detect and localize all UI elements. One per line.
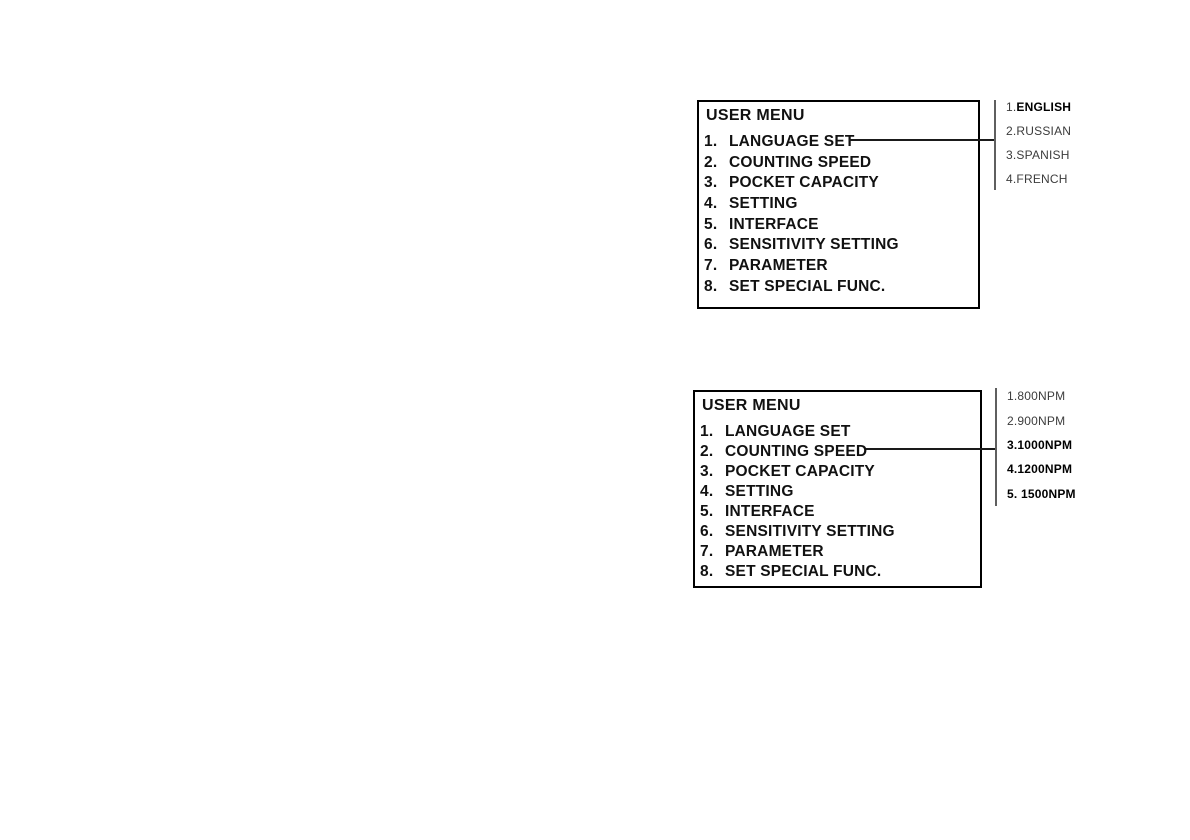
menu-item-label: LANGUAGE SET — [725, 423, 851, 440]
menu-list: 1. LANGUAGE SET 2. COUNTING SPEED 3. POCKET… — [699, 132, 978, 298]
menu-item-label: SENSITIVITY SETTING — [725, 523, 895, 540]
menu-item-pocket-capacity: 3. POCKET CAPACITY — [695, 462, 980, 482]
menu-item-label: SET SPECIAL FUNC. — [729, 277, 886, 295]
menu-item-number: 2. — [700, 443, 714, 460]
menu-item-interface: 5. INTERFACE — [699, 215, 978, 236]
menu-item-label: SET SPECIAL FUNC. — [725, 563, 882, 580]
option-label: 900NPM — [1017, 414, 1066, 428]
option-label: 800NPM — [1017, 389, 1066, 403]
menu-item-label: SETTING — [729, 195, 798, 213]
option-number: 1. — [1007, 389, 1018, 403]
option-number: 4. — [1007, 462, 1018, 476]
option-french: 4.FRENCH — [1006, 172, 1068, 186]
callout-bracket-languages — [994, 100, 996, 190]
option-number: 3. — [1006, 148, 1017, 162]
option-english: 1.ENGLISH — [1006, 100, 1071, 114]
menu-title: USER MENU — [702, 397, 801, 414]
menu-item-label: COUNTING SPEED — [729, 153, 872, 171]
menu-item-label: SENSITIVITY SETTING — [729, 236, 899, 254]
menu-item-label: POCKET CAPACITY — [725, 463, 875, 480]
menu-item-language-set: 1. LANGUAGE SET — [695, 422, 980, 442]
option-number: 1. — [1006, 100, 1017, 114]
option-1000npm: 3.1000NPM — [1007, 438, 1072, 452]
menu-item-number: 6. — [704, 236, 718, 254]
option-number: 2. — [1007, 414, 1018, 428]
menu-item-interface: 5. INTERFACE — [695, 502, 980, 522]
option-label: 1000NPM — [1017, 438, 1073, 452]
option-number: 4. — [1006, 172, 1017, 186]
menu-item-setting: 4. SETTING — [695, 482, 980, 502]
option-800npm: 1.800NPM — [1007, 389, 1065, 403]
menu-item-number: 4. — [704, 195, 718, 213]
menu-item-number: 1. — [700, 423, 714, 440]
menu-item-number: 5. — [700, 503, 714, 520]
menu-list: 1. LANGUAGE SET 2. COUNTING SPEED 3. POCKET… — [695, 422, 980, 582]
menu-item-number: 3. — [704, 174, 718, 192]
menu-item-parameter: 7. PARAMETER — [695, 542, 980, 562]
menu-item-label: POCKET CAPACITY — [729, 174, 879, 192]
menu-item-label: INTERFACE — [729, 215, 819, 233]
callout-connector-counting-speed — [866, 448, 996, 450]
option-russian: 2.RUSSIAN — [1006, 124, 1071, 138]
callout-connector-language-set — [849, 139, 995, 141]
menu-item-label: PARAMETER — [725, 543, 824, 560]
menu-item-label: SETTING — [725, 483, 794, 500]
user-menu-panel-2: USER MENU 1. LANGUAGE SET 2. COUNTING SPEE… — [693, 390, 982, 588]
menu-item-setting: 4. SETTING — [699, 194, 978, 215]
menu-item-number: 8. — [704, 277, 718, 295]
menu-item-number: 8. — [700, 563, 714, 580]
option-900npm: 2.900NPM — [1007, 414, 1065, 428]
option-1500npm: 5. 1500NPM — [1007, 487, 1076, 501]
menu-item-set-special-func: 8. SET SPECIAL FUNC. — [699, 277, 978, 298]
menu-item-number: 7. — [700, 543, 714, 560]
option-label: ENGLISH — [1016, 100, 1072, 114]
option-label: 1200NPM — [1017, 462, 1073, 476]
menu-item-number: 7. — [704, 257, 718, 275]
user-menu-panel-1: USER MENU 1. LANGUAGE SET 2. COUNTING SPEE… — [697, 100, 980, 309]
option-label: 1500NPM — [1020, 487, 1076, 501]
menu-item-set-special-func: 8. SET SPECIAL FUNC. — [695, 562, 980, 582]
option-spanish: 3.SPANISH — [1006, 148, 1070, 162]
menu-item-counting-speed: 2. COUNTING SPEED — [695, 442, 980, 462]
option-label: FRENCH — [1016, 172, 1068, 186]
menu-item-number: 3. — [700, 463, 714, 480]
menu-item-counting-speed: 2. COUNTING SPEED — [699, 153, 978, 174]
menu-item-parameter: 7. PARAMETER — [699, 256, 978, 277]
menu-item-number: 6. — [700, 523, 714, 540]
menu-item-number: 1. — [704, 133, 718, 150]
callout-bracket-speeds — [995, 388, 997, 506]
menu-item-sensitivity-setting: 6. SENSITIVITY SETTING — [699, 235, 978, 256]
option-number: 5. — [1007, 487, 1021, 501]
menu-item-label: COUNTING SPEED — [725, 443, 868, 460]
menu-item-number: 4. — [700, 483, 714, 500]
option-label: SPANISH — [1016, 148, 1070, 162]
menu-title: USER MENU — [706, 107, 805, 124]
option-number: 3. — [1007, 438, 1018, 452]
menu-item-label: LANGUAGE SET — [729, 133, 855, 150]
menu-item-label: INTERFACE — [725, 503, 815, 520]
menu-item-language-set: 1. LANGUAGE SET — [699, 132, 978, 153]
option-number: 2. — [1006, 124, 1017, 138]
menu-item-number: 2. — [704, 153, 718, 171]
option-label: RUSSIAN — [1016, 124, 1072, 138]
menu-item-sensitivity-setting: 6. SENSITIVITY SETTING — [695, 522, 980, 542]
option-1200npm: 4.1200NPM — [1007, 462, 1072, 476]
menu-item-number: 5. — [704, 215, 718, 233]
menu-item-pocket-capacity: 3. POCKET CAPACITY — [699, 173, 978, 194]
menu-item-label: PARAMETER — [729, 257, 828, 275]
